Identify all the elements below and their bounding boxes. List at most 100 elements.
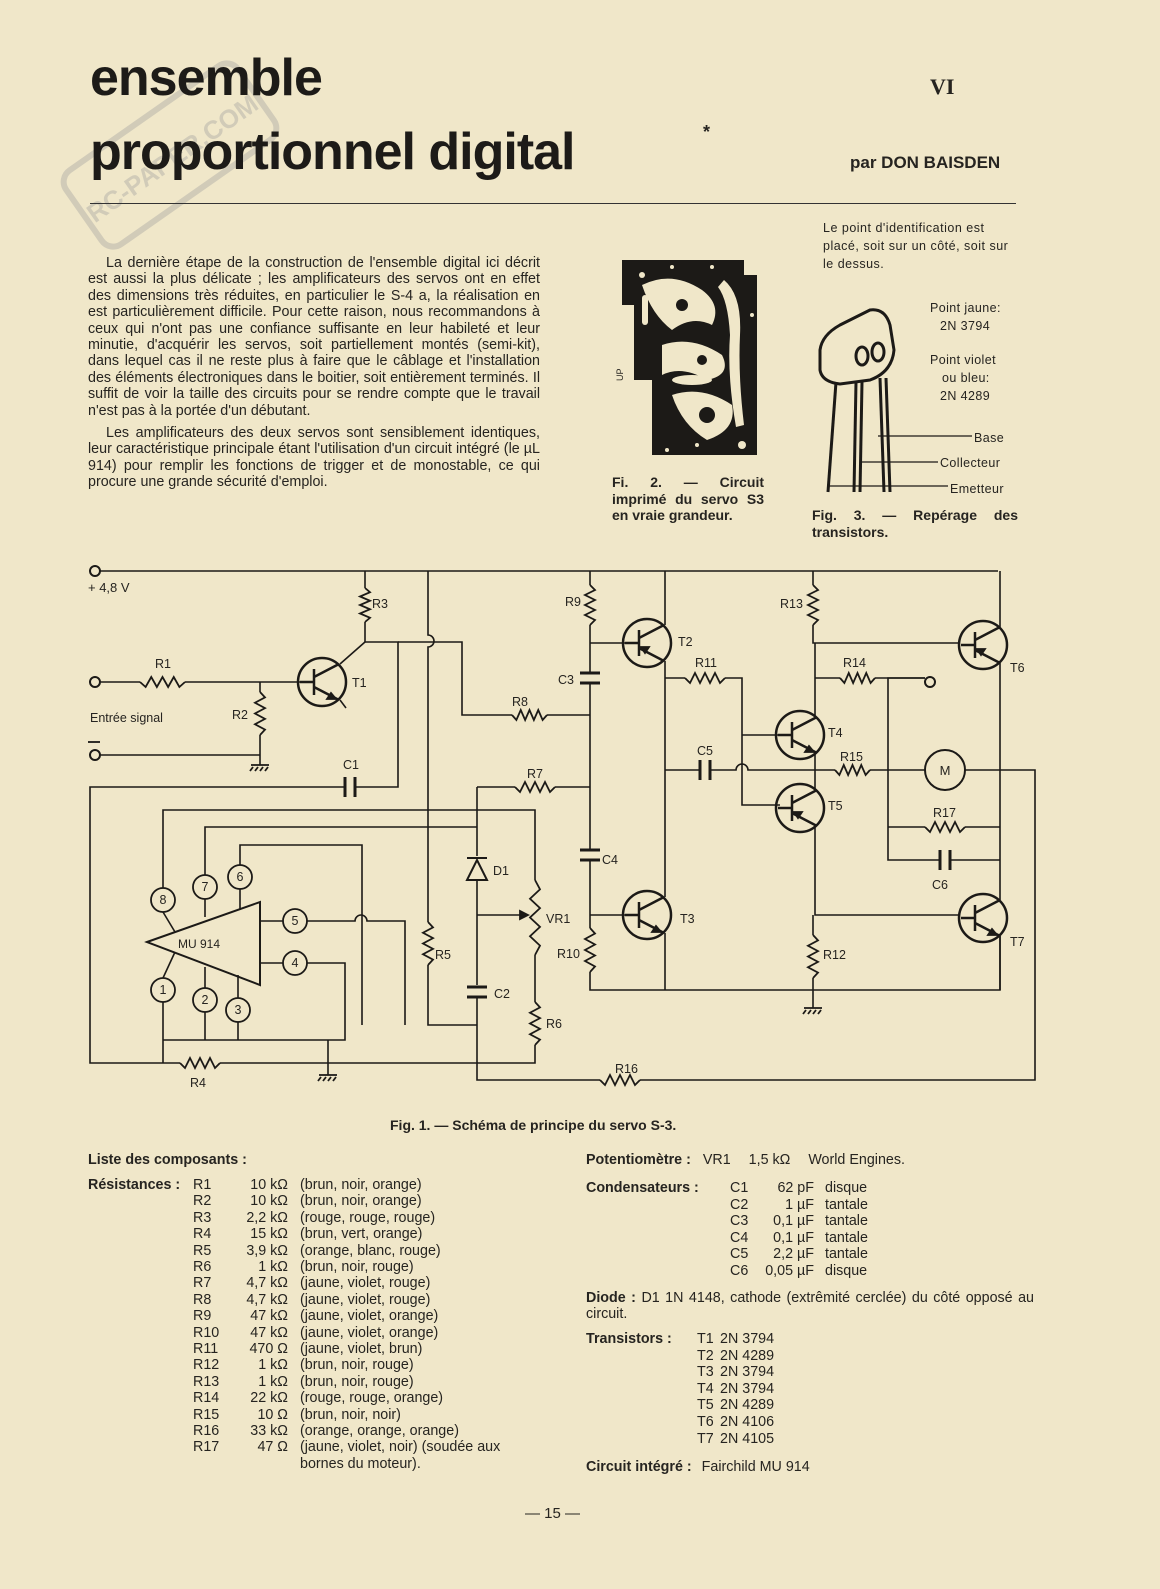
article-body: La dernière étape de la construction de … [88, 255, 540, 497]
r14-resistor-symbol [839, 670, 876, 686]
capacitor-ref: C6 [730, 1263, 749, 1279]
wire [339, 699, 347, 709]
label-c2: C2 [494, 987, 510, 1001]
r2-resistor-symbol [253, 691, 267, 736]
supply-label: + 4,8 V [88, 580, 130, 595]
wire [356, 622, 399, 788]
resistor-value: 47 Ω [257, 1439, 288, 1456]
r12-resistor-symbol [806, 934, 820, 979]
resistor-value: 22 kΩ [250, 1390, 288, 1407]
ic-pin-4 [282, 950, 308, 976]
label-c4: C4 [602, 853, 618, 867]
resistor-value: 4,7 kΩ [246, 1275, 288, 1292]
wire [163, 962, 346, 1041]
wire [427, 965, 477, 1026]
violet-dot-label-2: ou bleu: [942, 371, 990, 385]
fig3-note: Le point d'identification est placé, soi… [823, 221, 1009, 271]
pin-number: 3 [235, 1003, 242, 1017]
resistor-value: 3,9 kΩ [246, 1242, 288, 1259]
wire [220, 1062, 600, 1081]
resistor-ref: R4 [193, 1226, 212, 1243]
resistor-colors: (jaune, violet, orange) [300, 1308, 439, 1325]
ic-pin-1 [150, 977, 176, 1003]
resistor-colors: (jaune, violet, rouge) [300, 1291, 431, 1308]
terminal-icon [924, 676, 936, 688]
ic-pin-2 [192, 987, 218, 1013]
label-r5: R5 [435, 948, 451, 962]
capacitor-ref: C2 [730, 1196, 749, 1213]
wire [814, 826, 960, 916]
pcb-up-mark: UP [615, 368, 625, 381]
label-d1: D1 [493, 864, 509, 878]
t1-transistor-symbol [296, 656, 348, 708]
capacitor-type: tantale [825, 1196, 868, 1213]
c2-capacitor-symbol [467, 985, 487, 999]
ic-pin-6 [227, 864, 253, 890]
fig1-caption: Fig. 1. — Schéma de principe du servo S-… [390, 1117, 677, 1133]
resistor-ref: R9 [193, 1308, 212, 1325]
t3-transistor-symbol [621, 889, 673, 941]
resistor-ref: R11 [193, 1341, 219, 1357]
resistor-colors: (brun, noir, rouge) [300, 1373, 414, 1390]
terminal-icon [89, 676, 101, 688]
c1-capacitor-symbol [343, 777, 357, 797]
paragraph: Les amplificateurs des deux servos sont … [88, 425, 540, 491]
resistor-ref: R12 [193, 1357, 220, 1374]
capacitor-type: tantale [825, 1229, 868, 1246]
resistor-ref: R16 [193, 1423, 220, 1439]
lead-pointers [828, 435, 972, 487]
resistor-value: 47 kΩ [250, 1308, 288, 1325]
capacitor-value: 2,2 µF [773, 1246, 814, 1263]
transistor-part: 2N 4106 [720, 1414, 775, 1430]
capacitor-value: 0,1 µF [773, 1213, 814, 1230]
title-line-2: proportionnel digital [90, 123, 576, 181]
terminal-icon [89, 749, 101, 761]
vr1-resistor-symbol [528, 879, 542, 956]
capacitor-value: 0,1 µF [773, 1229, 814, 1246]
r3-resistor-symbol [357, 587, 373, 623]
transistor-ref: T1 [697, 1331, 714, 1347]
pcb-artwork: UP [615, 260, 757, 455]
transistor-drawing [810, 300, 910, 505]
capacitor-type: disque [825, 1263, 868, 1279]
t2-transistor-symbol [621, 617, 673, 669]
transistors-label: Transistors : [586, 1331, 672, 1347]
resistor-value: 1 kΩ [258, 1259, 288, 1275]
wire [887, 677, 925, 770]
r16-resistor-symbol [599, 1072, 641, 1088]
transistor-part: 2N 4105 [720, 1430, 775, 1447]
wire [589, 936, 1001, 991]
transistor-ref: T6 [697, 1414, 714, 1430]
pin-number: 5 [292, 914, 299, 928]
transistor-ref: T3 [697, 1364, 714, 1381]
lead-base-label: Base [974, 431, 1005, 445]
fig3-caption: Fig. 3. — Repérage des transistors. [812, 507, 1018, 540]
resistor-colors: (jaune, violet, orange) [300, 1324, 439, 1341]
resistor-ref: R13 [193, 1373, 220, 1390]
label-r3: R3 [372, 597, 388, 611]
wire [887, 770, 940, 861]
wire [398, 641, 512, 716]
label-r11: R11 [695, 656, 717, 670]
resistor-value: 33 kΩ [250, 1423, 288, 1439]
wire [725, 677, 780, 806]
resistor-colors: (orange, blanc, rouge) [300, 1242, 441, 1259]
capacitor-ref: C4 [730, 1229, 749, 1246]
input-label: Entrée signal [90, 711, 163, 725]
resistor-colors: (jaune, violet, rouge) [300, 1275, 431, 1292]
pin-number: 2 [202, 993, 209, 1007]
label-r13: R13 [780, 597, 803, 611]
ic-pin-7 [192, 874, 218, 900]
resistor-colors: (brun, noir, rouge) [300, 1357, 414, 1374]
r11-resistor-symbol [684, 670, 726, 686]
potentiometer-row: Potentiomètre : VR1 1,5 kΩ World Engines… [586, 1152, 905, 1168]
pin-number: 1 [160, 983, 167, 997]
r1-resistor-symbol [139, 675, 186, 689]
transistor-ref: T4 [697, 1380, 714, 1397]
r17-resistor-symbol [924, 819, 966, 835]
pin-number: 7 [202, 880, 209, 894]
capacitor-value: 0,05 µF [765, 1263, 814, 1279]
pin-number: 4 [292, 956, 299, 970]
wire [307, 914, 406, 1025]
diode-text: D1 1N 4148, cathode (extrêmité cerclée) … [586, 1290, 1035, 1323]
